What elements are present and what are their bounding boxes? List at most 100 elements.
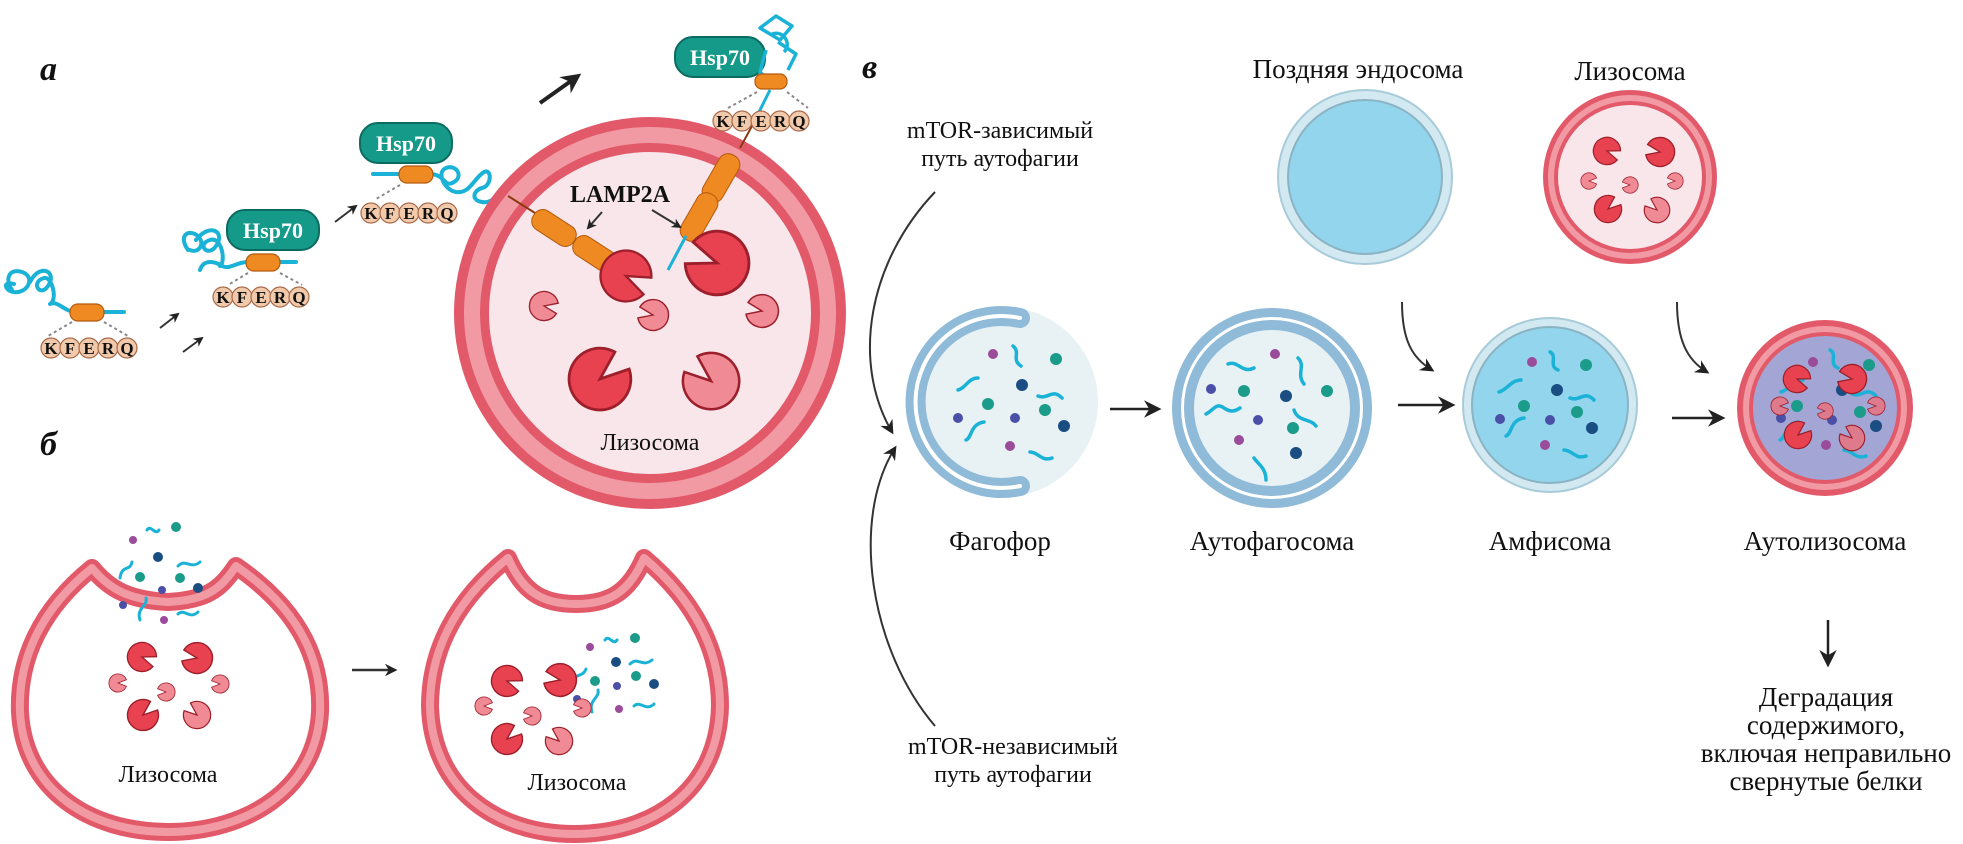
motif-bead-q: Q: [288, 286, 310, 308]
motif-letter: E: [755, 112, 766, 131]
hsp70-chaperone: [359, 122, 453, 164]
late-endosome-lumen: [1287, 99, 1443, 255]
substrate-chain: [758, 14, 798, 84]
arrow-endosome-to-amphisome: [1401, 301, 1435, 372]
lysosome-c: [1543, 90, 1717, 264]
motif-letter: Q: [440, 204, 453, 223]
motif-bead-k: K: [212, 286, 234, 308]
hsp70-binding-site: [69, 303, 105, 322]
sequestered-cargo: [1204, 349, 1333, 482]
lysosome-label: Лизосома: [528, 770, 627, 796]
lamp2a-label: LAMP2A: [570, 182, 671, 208]
hsp70-binding-site: [398, 165, 434, 184]
motif-bead-r: R: [417, 202, 439, 224]
panel-letter-b: б: [40, 426, 59, 463]
late-endosome-label: Поздняя эндосома: [1253, 54, 1464, 84]
motif-letter: Q: [792, 112, 805, 131]
mtor-independent-label-line2: путь аутофагии: [934, 762, 1092, 788]
hsp70-binding-site: [754, 73, 788, 90]
arrow-a1: [159, 312, 180, 329]
mtor-dependent-label-line1: mTOR-зависимый: [907, 118, 1093, 144]
mtor-dependent-label-line2: путь аутофагии: [921, 146, 1079, 172]
outcome-line3: включая неправильно: [1701, 738, 1952, 768]
motif-bead-f: F: [231, 286, 253, 308]
autolysosome-label: Аутолизосома: [1744, 526, 1907, 556]
motif-bead-q: Q: [788, 110, 810, 132]
internalized-cargo: [570, 633, 659, 714]
lysosome-label: Лизосома: [119, 762, 218, 788]
arrow-mtor-dependent: [868, 191, 936, 435]
motif-letter: F: [385, 204, 395, 223]
outcome-line4: свернутые белки: [1729, 766, 1922, 796]
motif-letter: R: [422, 204, 435, 223]
autophagosome-label: Аутофагосома: [1190, 526, 1355, 556]
outcome-line2: содержимого,: [1747, 710, 1905, 740]
motif-bead-f: F: [379, 202, 401, 224]
motif-bead-r: R: [769, 110, 791, 132]
motif-letter: F: [737, 112, 747, 131]
motif-letter: Q: [292, 288, 305, 307]
substrate-chain: [181, 228, 298, 272]
motif-bead-f: F: [59, 337, 81, 359]
motif-letter: R: [102, 339, 115, 358]
phagophore: Фагофор: [905, 306, 1098, 556]
late-endosome: [1277, 89, 1453, 265]
motif-letter: K: [44, 339, 58, 358]
motif-letter: K: [216, 288, 230, 307]
lysosome-cma: LAMP2A Лизосома: [454, 117, 846, 509]
arrow-a4: [538, 73, 582, 105]
arrow-mtor-independent: [869, 445, 936, 727]
autophagosome: Аутофагосома: [1172, 308, 1372, 556]
hsp70-binding-site: [245, 253, 281, 272]
phagophore-lumen: [908, 307, 1098, 497]
cytosolic-cargo: [118, 522, 203, 624]
motif-bead-q: Q: [436, 202, 458, 224]
motif-bead-k: K: [712, 110, 734, 132]
arrow-a2: [182, 336, 204, 353]
substrate-chain: [371, 165, 502, 205]
lysosome-microautophagy-left: Лизосома: [10, 522, 330, 841]
panel-letter-a: а: [40, 51, 57, 88]
mtor-independent-label-line1: mTOR-независимый: [908, 734, 1118, 760]
motif-bead-e: E: [398, 202, 420, 224]
lysosome-c-label: Лизосома: [1574, 56, 1685, 86]
motif-letter: E: [255, 288, 266, 307]
autolysosome: Аутолизосома: [1737, 320, 1913, 556]
autophagosome-lumen: [1194, 330, 1350, 486]
motif-letter: Q: [120, 339, 133, 358]
amphisome: Амфисома: [1462, 317, 1638, 556]
motif-bead-r: R: [269, 286, 291, 308]
motif-bead-f: F: [731, 110, 753, 132]
motif-bead-k: K: [40, 337, 62, 359]
substrate-chain: [3, 268, 126, 314]
translocating-substrate: [666, 235, 688, 271]
lamp2a-receptor: [679, 125, 753, 242]
lysosome-label: Лизосома: [601, 430, 700, 456]
motif-letter: K: [364, 204, 378, 223]
cytoplasmic-cargo: [953, 344, 1070, 461]
phagophore-label: Фагофор: [949, 526, 1051, 556]
amphisome-cargo: [1495, 350, 1598, 459]
motif-letter: R: [774, 112, 787, 131]
motif-letter: R: [274, 288, 287, 307]
outcome-line1: Деградация: [1759, 682, 1893, 712]
panel-letter-c: в: [862, 49, 877, 86]
motif-bead-e: E: [250, 286, 272, 308]
motif-letter: F: [65, 339, 75, 358]
arrow-a3: [334, 204, 358, 223]
motif-letter: K: [716, 112, 730, 131]
motif-letter: E: [83, 339, 94, 358]
motif-bead-q: Q: [116, 337, 138, 359]
motif-bead-r: R: [97, 337, 119, 359]
motif-bead-e: E: [78, 337, 100, 359]
